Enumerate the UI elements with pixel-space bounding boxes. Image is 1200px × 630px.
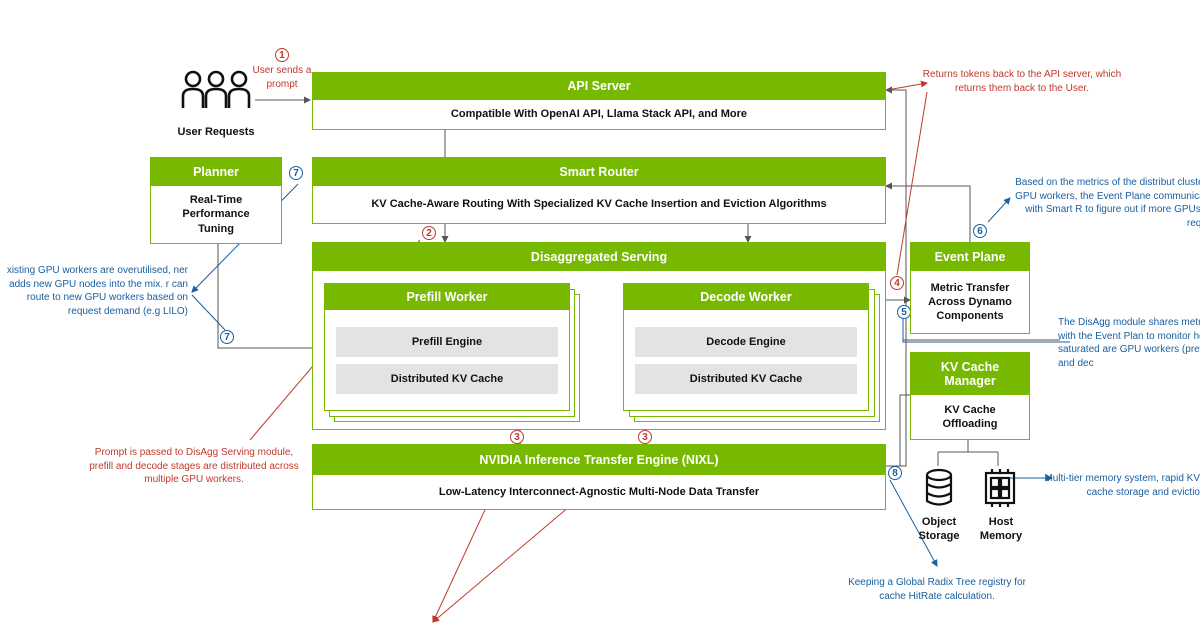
step-3-marker-decode: 3 xyxy=(638,430,652,444)
database-icon xyxy=(924,468,954,508)
api-server-box: API Server Compatible With OpenAI API, L… xyxy=(312,72,886,130)
kv-cache-manager-box: KV Cache Manager KV Cache Offloading xyxy=(910,352,1030,440)
radix-tree-note: Keeping a Global Radix Tree registry for… xyxy=(848,577,1026,602)
api-server-desc: Compatible With OpenAI API, Llama Stack … xyxy=(450,108,748,121)
user-sends-note: User sends a prompt xyxy=(252,65,312,90)
user-requests-label: User Requests xyxy=(177,126,255,138)
nixl-box: NVIDIA Inference Transfer Engine (NIXL) … xyxy=(312,444,886,510)
event-plane-title: Event Plane xyxy=(911,243,1029,271)
step-2-marker: 2 xyxy=(422,226,436,240)
smart-router-box: Smart Router KV Cache-Aware Routing With… xyxy=(312,157,886,224)
nixl-title: NVIDIA Inference Transfer Engine (NIXL) xyxy=(313,445,885,475)
nixl-desc: Low-Latency Interconnect-Agnostic Multi-… xyxy=(438,485,760,498)
step-4-marker: 4 xyxy=(890,276,904,290)
step-1-marker: 1 xyxy=(275,48,289,62)
decode-engine-box: Decode Engine xyxy=(635,327,857,357)
kv-cache-manager-title: KV Cache Manager xyxy=(911,353,1029,395)
decode-worker-card: Decode Worker Decode Engine Distributed … xyxy=(623,283,869,411)
users-icon xyxy=(180,68,252,114)
event-plane-box: Event Plane Metric Transfer Across Dynam… xyxy=(910,242,1030,334)
planner-desc: Real-Time Performance Tuning xyxy=(182,194,250,235)
step-7-marker-top: 7 xyxy=(289,166,303,180)
planner-scaling-note: xisting GPU workers are overutilised, ne… xyxy=(0,264,188,318)
memory-chip-icon xyxy=(982,468,1018,508)
event-plane-note: Based on the metrics of the distribut cl… xyxy=(1015,177,1200,229)
step-5-marker: 5 xyxy=(897,305,911,319)
smart-router-desc: KV Cache-Aware Routing With Specialized … xyxy=(371,198,827,211)
prefill-kv-cache-box: Distributed KV Cache xyxy=(336,364,558,394)
step-7-marker-bottom: 7 xyxy=(220,330,234,344)
prompt-passed-note: Prompt is passed to DisAgg Serving modul… xyxy=(89,447,299,485)
host-memory-label: Host Memory xyxy=(979,516,1023,543)
step-8-marker: 8 xyxy=(888,466,902,480)
step-3-marker-prefill: 3 xyxy=(510,430,524,444)
smart-router-title: Smart Router xyxy=(313,158,885,186)
decode-worker-title: Decode Worker xyxy=(624,284,868,310)
decode-kv-cache-box: Distributed KV Cache xyxy=(635,364,857,394)
event-plane-desc: Metric Transfer Across Dynamo Components xyxy=(928,281,1012,323)
disagg-metrics-note: The DisAgg module shares metrics with th… xyxy=(1058,317,1200,369)
planner-scaling-text: xisting GPU workers are overutilised, ne… xyxy=(6,265,188,317)
planner-box: Planner Real-Time Performance Tuning xyxy=(150,157,282,244)
kv-cache-manager-desc: KV Cache Offloading xyxy=(942,403,998,430)
step-6-marker: 6 xyxy=(973,224,987,238)
api-server-title: API Server xyxy=(313,73,885,100)
prefill-worker-card: Prefill Worker Prefill Engine Distribute… xyxy=(324,283,570,411)
disagg-serving-title: Disaggregated Serving xyxy=(313,243,885,271)
prefill-engine-box: Prefill Engine xyxy=(336,327,558,357)
prefill-worker-title: Prefill Worker xyxy=(325,284,569,310)
planner-title: Planner xyxy=(151,158,281,186)
multi-tier-note: Multi-tier memory system, rapid KV cache… xyxy=(1044,473,1200,498)
returns-tokens-note: Returns tokens back to the API server, w… xyxy=(922,69,1122,94)
object-storage-label: Object Storage xyxy=(918,516,960,543)
